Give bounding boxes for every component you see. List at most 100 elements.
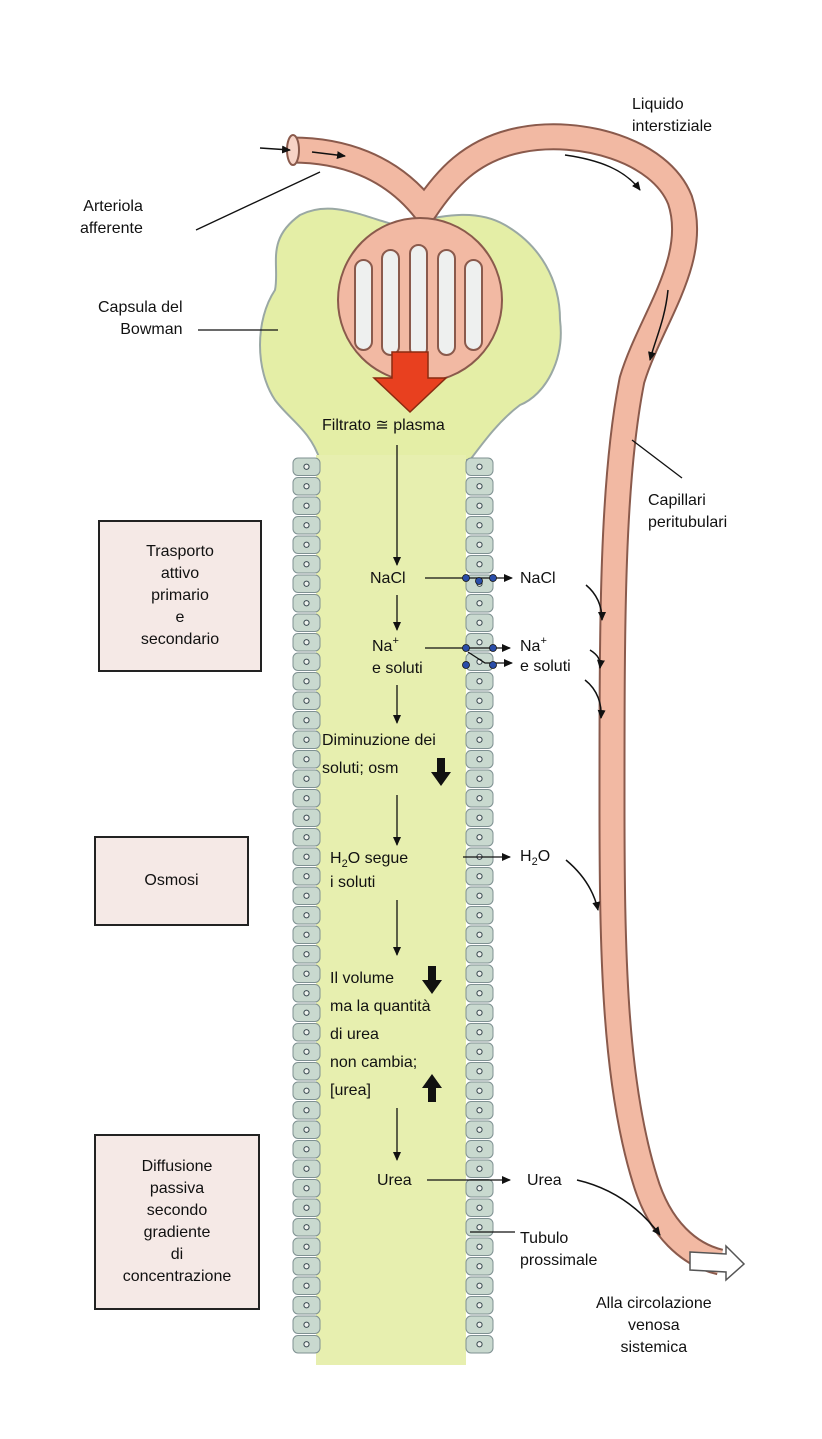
cell-nucleus <box>303 522 310 529</box>
cell-nucleus <box>303 1126 310 1133</box>
cell-nucleus <box>476 561 483 568</box>
cell-nucleus <box>476 912 483 919</box>
label-diminuzione-1: Diminuzione dei <box>322 732 436 749</box>
cell-nucleus <box>303 1204 310 1211</box>
cell-nucleus <box>303 1302 310 1309</box>
cell-nucleus <box>476 1107 483 1114</box>
label-na-lumen: Na+ <box>372 635 399 655</box>
cell-nucleus <box>476 990 483 997</box>
cell-nucleus <box>303 619 310 626</box>
label-nacl-lumen: NaCl <box>370 570 406 587</box>
cell-nucleus <box>476 814 483 821</box>
cell-nucleus <box>476 1087 483 1094</box>
cell-nucleus <box>476 1009 483 1016</box>
cell-nucleus <box>303 756 310 763</box>
cell-nucleus <box>476 678 483 685</box>
cell-nucleus <box>476 697 483 704</box>
cell-nucleus <box>303 1185 310 1192</box>
venous-exit-arrow <box>689 1244 746 1282</box>
cell-nucleus <box>476 717 483 724</box>
increase-urea-arrow <box>422 1074 442 1102</box>
cell-nucleus <box>303 795 310 802</box>
cell-nucleus <box>476 1029 483 1036</box>
tubule-lumen <box>316 455 466 1365</box>
tubule-wall-left <box>292 457 321 1354</box>
label-diminuzione-2: soluti; osm <box>322 760 399 777</box>
cell-nucleus <box>476 1126 483 1133</box>
cell-nucleus <box>476 775 483 782</box>
cell-nucleus <box>303 873 310 880</box>
cell-nucleus <box>303 931 310 938</box>
cell-nucleus <box>303 1107 310 1114</box>
decrease-osm-arrow <box>431 758 451 786</box>
label-filtrato: Filtrato ≅ plasma <box>322 417 445 434</box>
cell-nucleus <box>476 834 483 841</box>
label-h2o-interstitial: H2O <box>520 848 551 868</box>
cell-nucleus <box>303 775 310 782</box>
label-soluti-lumen: e soluti <box>372 660 423 677</box>
cell-nucleus <box>476 1321 483 1328</box>
cell-nucleus <box>303 1165 310 1172</box>
label-h2o-lumen: H2O segue <box>330 850 409 870</box>
label-volume-2: ma la quantità <box>330 998 431 1015</box>
label-arteriola-afferente: Arteriola afferente <box>80 198 143 237</box>
cell-nucleus <box>303 717 310 724</box>
cell-nucleus <box>303 561 310 568</box>
label-urea-lumen: Urea <box>377 1172 412 1189</box>
label-volume-5: [urea] <box>330 1082 371 1099</box>
cell-nucleus <box>476 1282 483 1289</box>
cell-nucleus <box>476 873 483 880</box>
cell-nucleus <box>303 736 310 743</box>
decrease-volume-arrow <box>422 966 442 994</box>
label-tubulo-prossimale: Tubulo prossimale <box>520 1230 598 1269</box>
cell-nucleus <box>303 912 310 919</box>
cell-nucleus <box>303 1029 310 1036</box>
cell-nucleus <box>476 1302 483 1309</box>
label-liquido-interstiziale: Liquido interstiziale <box>632 96 713 135</box>
cell-nucleus <box>303 951 310 958</box>
cell-nucleus <box>476 1224 483 1231</box>
box-trasporto-text: Trasporto attivo primario e secondario <box>140 543 220 648</box>
cell-nucleus <box>303 600 310 607</box>
label-circolazione-venosa: Alla circolazione venosa sistemica <box>596 1295 712 1356</box>
cell-nucleus <box>476 600 483 607</box>
cell-nucleus <box>303 990 310 997</box>
filtration-arrow <box>372 351 448 414</box>
cell-nucleus <box>303 697 310 704</box>
cell-nucleus <box>476 541 483 548</box>
cell-nucleus <box>476 736 483 743</box>
cell-nucleus <box>303 1009 310 1016</box>
cell-nucleus <box>303 463 310 470</box>
tubule-wall-right <box>465 457 494 1354</box>
cell-nucleus <box>476 970 483 977</box>
cell-nucleus <box>476 892 483 899</box>
cell-nucleus <box>303 1243 310 1250</box>
cell-nucleus <box>476 1243 483 1250</box>
cell-nucleus <box>476 1048 483 1055</box>
label-volume-3: di urea <box>330 1026 379 1043</box>
cell-nucleus <box>476 1146 483 1153</box>
label-segue-soluti: i soluti <box>330 874 376 891</box>
box-trasporto-attivo: Trasporto attivo primario e secondario <box>98 520 262 672</box>
cell-nucleus <box>476 1185 483 1192</box>
cell-nucleus <box>303 1146 310 1153</box>
cell-nucleus <box>476 951 483 958</box>
glomerulus-loops <box>354 244 483 358</box>
label-volume-4: non cambia; <box>330 1054 418 1071</box>
cell-nucleus <box>476 931 483 938</box>
cell-nucleus <box>303 541 310 548</box>
label-na-interstitial: Na+ <box>520 635 547 655</box>
cell-nucleus <box>476 1263 483 1270</box>
cell-nucleus <box>303 834 310 841</box>
box-diffusione-text: Diffusione passiva secondo gradiente di … <box>122 1158 232 1285</box>
cell-nucleus <box>303 1282 310 1289</box>
cell-nucleus <box>476 1165 483 1172</box>
cell-nucleus <box>476 463 483 470</box>
label-capsula-bowman: Capsula del Bowman <box>98 299 183 338</box>
cell-nucleus <box>303 483 310 490</box>
box-osmosi: Osmosi <box>94 836 249 926</box>
cell-nucleus <box>476 795 483 802</box>
label-soluti-interstitial: e soluti <box>520 658 571 675</box>
